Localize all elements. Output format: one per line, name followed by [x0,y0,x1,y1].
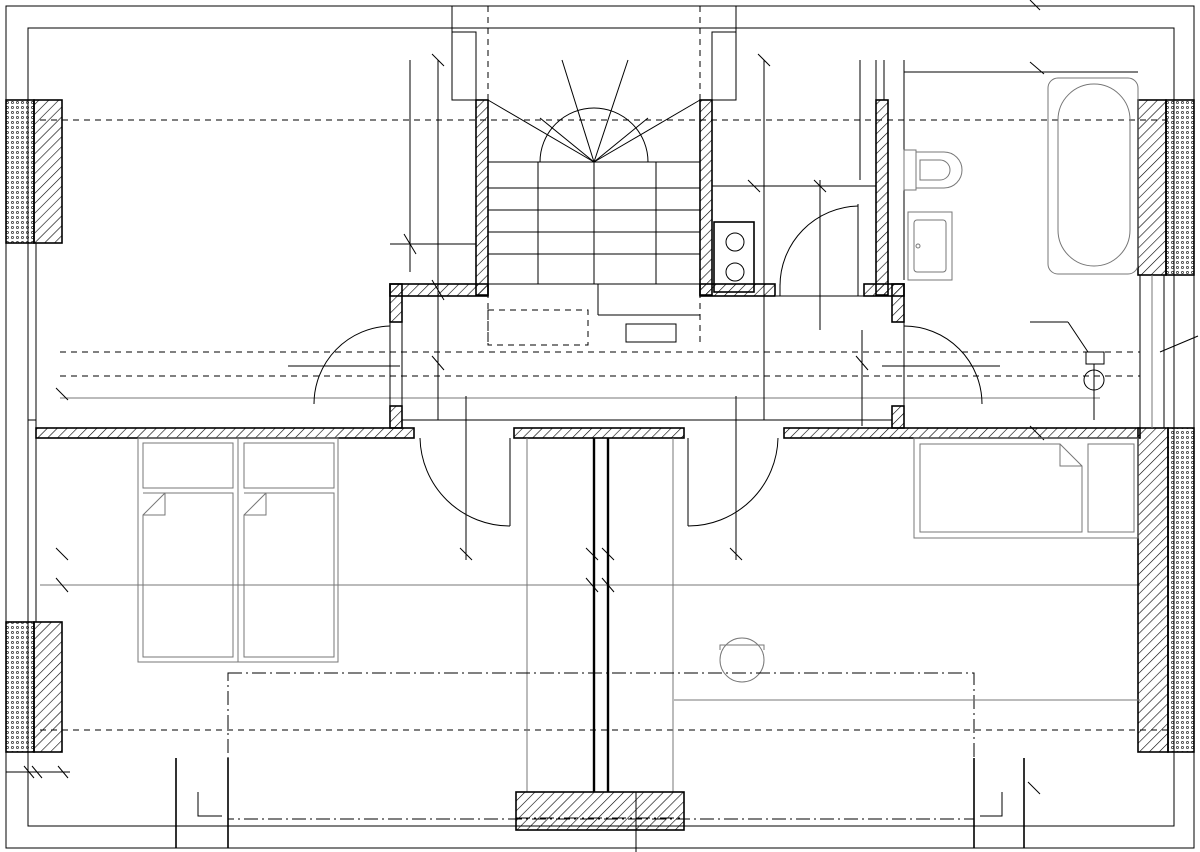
bathtub-icon [1047,77,1139,275]
sofa-bed-icon [913,437,1139,539]
dimension-ticks [6,0,1045,795]
hallway-outline [288,60,1000,560]
central-corridor-wall [35,427,1141,439]
reference-dashed-lines [40,6,1170,731]
bedroom-divider-wall [515,438,685,831]
door-swing-icon [313,204,983,527]
left-exterior-wall [5,99,63,753]
washbasin-icon [907,211,953,281]
double-bed-icon [137,437,339,663]
stairwell-walls [389,31,776,429]
roof-line [227,672,1140,820]
toilet-icon [903,149,963,191]
bottom-exterior-wall [28,758,1174,852]
fitting-marker [1030,321,1199,420]
top-exterior-wall [451,6,885,100]
round-table-icon [719,637,765,683]
stair-icon [487,59,701,343]
bathroom-walls [859,60,1138,429]
boiler-icon [713,221,755,293]
sheet-border [5,5,1195,849]
right-exterior-wall [1137,99,1195,753]
